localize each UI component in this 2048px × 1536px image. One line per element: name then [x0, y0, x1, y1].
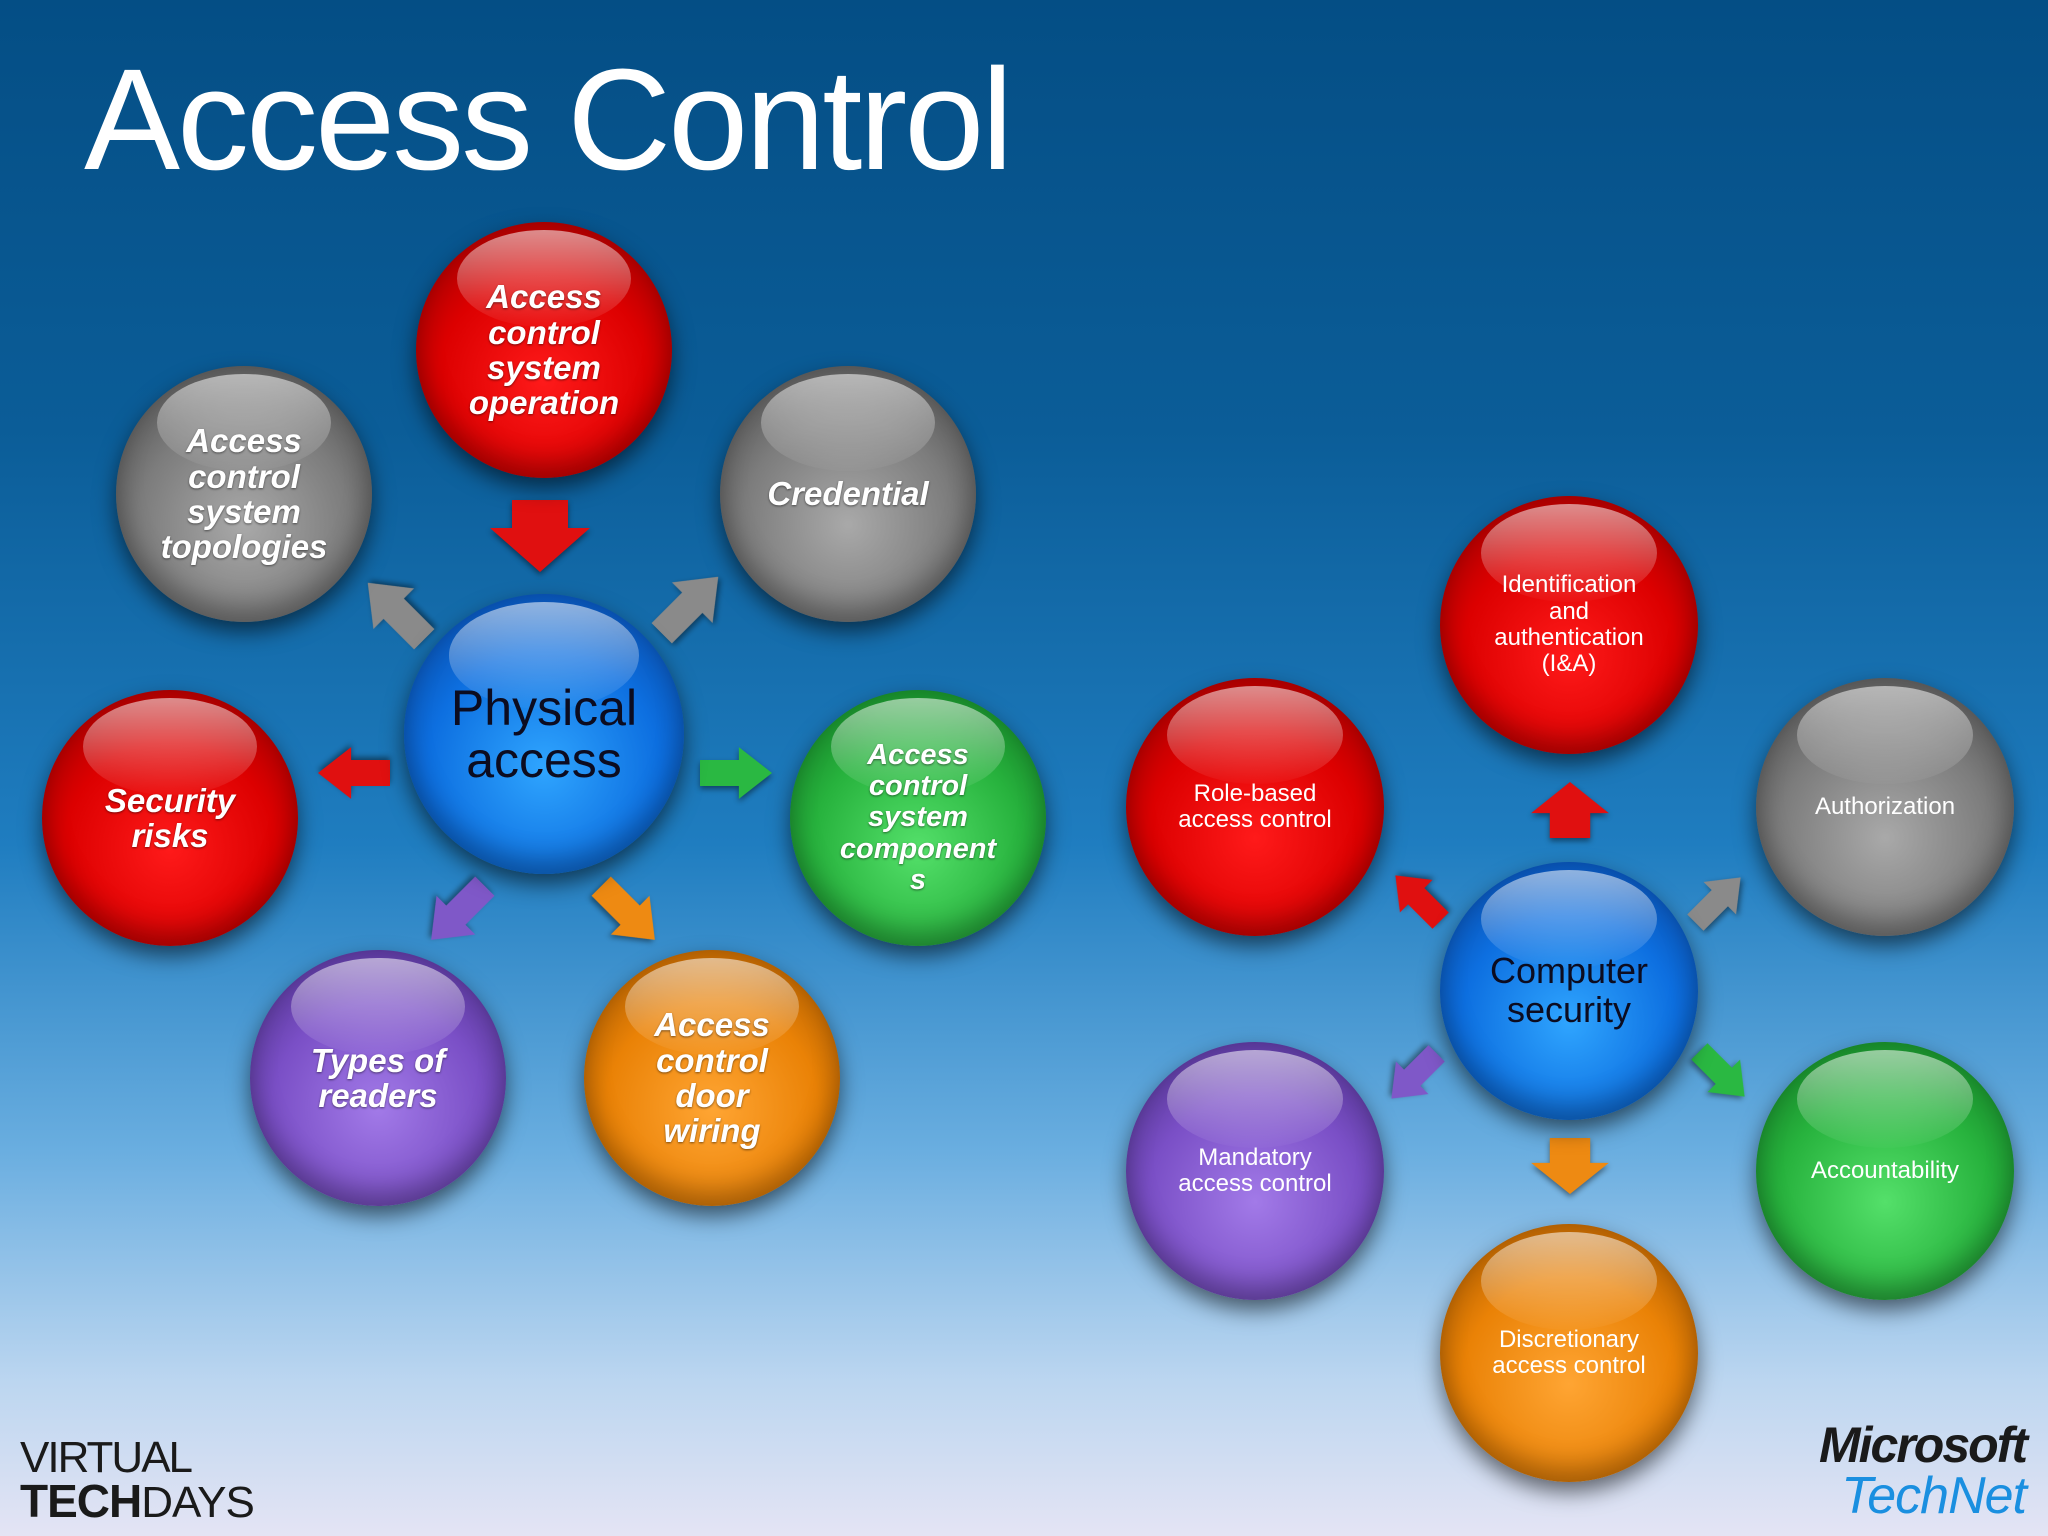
microsoft-technet-logo: Microsoft TechNet: [1819, 1417, 2028, 1525]
arrow-to-discretionary: [1531, 1138, 1609, 1194]
virtual-techdays-logo: VIRTUAL TECHDAYS: [20, 1433, 255, 1527]
arrow-to-role-based: [1395, 875, 1449, 929]
arrow-to-authorization: [1687, 877, 1741, 931]
days-text: DAYS: [141, 1478, 255, 1527]
node-label: Discretionary access control: [1492, 1325, 1646, 1379]
node-identification-and-authentication: Identification and authentication (I&A): [1440, 496, 1698, 754]
center-computer-security: Computer security: [1440, 862, 1698, 1120]
node-security-risks: Security risks: [42, 690, 298, 946]
center-label: Physical access: [450, 679, 638, 788]
node-mandatory-access-control: Mandatory access control: [1126, 1042, 1384, 1300]
techdays-text: TECHDAYS: [20, 1475, 255, 1527]
arrow-to-ia: [1531, 782, 1609, 838]
node-label: Accountability: [1810, 1156, 1960, 1184]
node-label: Authorization: [1814, 792, 1956, 820]
virtual-text: VIRTUAL: [20, 1433, 193, 1482]
arrow-to-door-wiring: [591, 876, 655, 940]
slide-title: Access Control: [84, 39, 1013, 200]
arrow-to-components: [700, 747, 772, 799]
arrow-to-mandatory: [1391, 1045, 1445, 1099]
node-credential: Credential: [720, 366, 976, 622]
node-label: Access control door wiring: [654, 1006, 770, 1150]
node-access-control-system-operation: Access control system operation: [416, 222, 672, 478]
arrow-to-readers: [431, 876, 495, 940]
node-access-control-system-topologies: Access control system topologies: [116, 366, 372, 622]
node-label: Credential: [767, 475, 929, 513]
node-label: Access control system operation: [468, 278, 620, 422]
node-label: Access control system component s: [839, 739, 997, 896]
technet-text: TechNet: [1841, 1467, 2027, 1525]
node-label: Types of readers: [310, 1041, 446, 1114]
node-label: Mandatory access control: [1178, 1143, 1332, 1197]
node-accountability: Accountability: [1756, 1042, 2014, 1300]
arrow-to-security-risks: [318, 747, 390, 799]
node-discretionary-access-control: Discretionary access control: [1440, 1224, 1698, 1482]
node-label: Security risks: [104, 781, 236, 854]
node-label: Role-based access control: [1178, 779, 1332, 833]
node-role-based-access-control: Role-based access control: [1126, 678, 1384, 936]
node-label: Identification and authentication (I&A): [1494, 571, 1644, 678]
node-access-control-system-components: Access control system component s: [790, 690, 1046, 946]
arrow-to-credential: [651, 576, 719, 644]
center-label: Computer security: [1489, 950, 1649, 1030]
node-types-of-readers: Types of readers: [250, 950, 506, 1206]
node-label: Access control system topologies: [160, 422, 328, 566]
microsoft-text: Microsoft: [1819, 1417, 2028, 1473]
arrow-to-operation: [490, 500, 590, 572]
node-access-control-door-wiring: Access control door wiring: [584, 950, 840, 1206]
arrow-to-accountability: [1691, 1043, 1745, 1097]
center-physical-access: Physical access: [404, 594, 684, 874]
tech-text: TECH: [20, 1475, 142, 1527]
arrow-to-topologies: [367, 582, 435, 650]
node-authorization: Authorization: [1756, 678, 2014, 936]
